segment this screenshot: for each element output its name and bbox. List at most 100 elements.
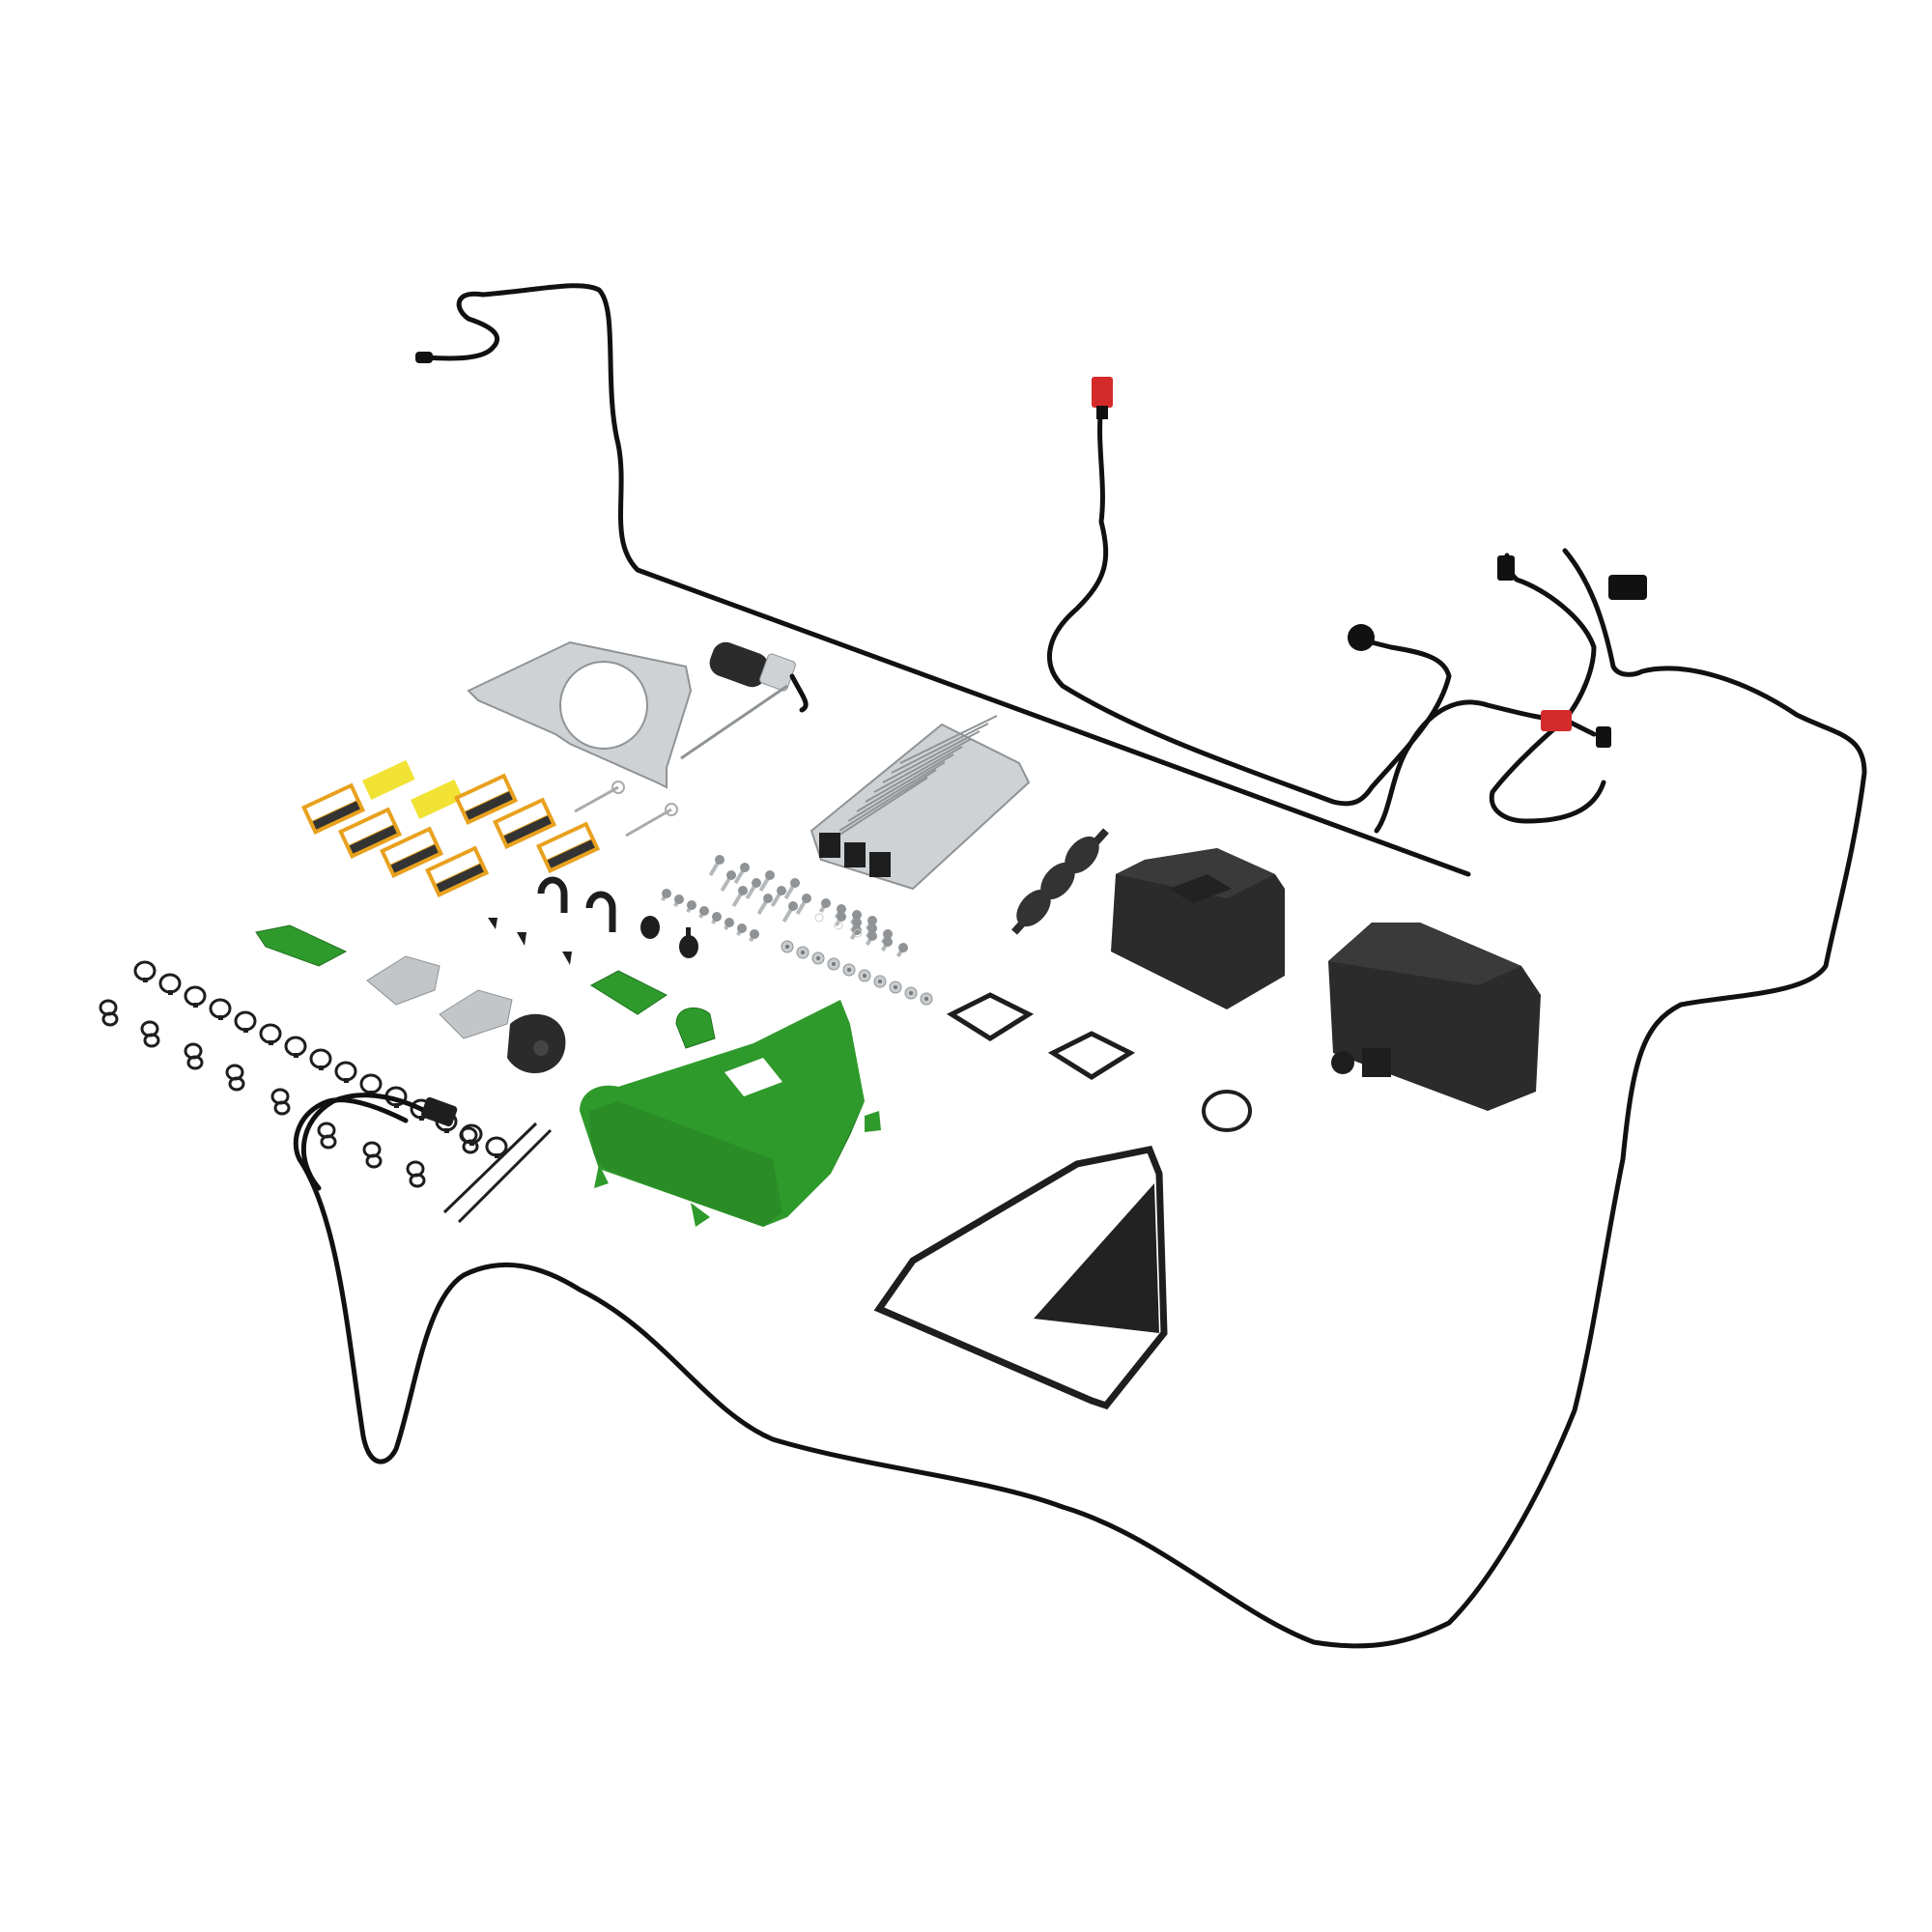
- caution-decal-yellow: [362, 759, 415, 800]
- screw-small: [711, 912, 722, 925]
- warning-decal-orange: [380, 826, 444, 879]
- bolt-short: [834, 912, 846, 927]
- hose-clamp-small: [406, 1160, 426, 1188]
- hose-clamp-large: [158, 973, 182, 995]
- bolt-long: [731, 886, 748, 908]
- hardware-set: [661, 855, 933, 1006]
- rubber-bumper: [679, 927, 698, 958]
- flange-nut: [858, 969, 871, 982]
- flange-nut: [920, 992, 933, 1006]
- large-connector: [1608, 575, 1647, 600]
- connector-boot: [1096, 406, 1108, 419]
- p-clip: [537, 876, 568, 913]
- washer: [814, 913, 824, 923]
- sensor-harness-cable: [1047, 403, 1452, 807]
- cable-tie: [457, 1128, 553, 1224]
- hose-clamp-large: [234, 1010, 257, 1033]
- square-gasket: [1047, 1031, 1136, 1080]
- deflector-frame: [873, 1145, 1168, 1410]
- green-auger-housing: [580, 1000, 881, 1227]
- ecu-connector: [844, 842, 866, 867]
- hose-clamp-small: [270, 1088, 291, 1116]
- hopper-box: [1111, 848, 1285, 1009]
- ecu-heat-fin: [847, 761, 946, 822]
- clip: [488, 918, 497, 929]
- screw-small: [698, 906, 709, 920]
- bolt-long: [745, 878, 761, 900]
- auger: [1011, 828, 1109, 935]
- hose-clamp-small: [140, 1020, 160, 1048]
- screw-small: [686, 900, 696, 914]
- caution-decal-yellow: [411, 779, 464, 819]
- motor-mount-bracket: [467, 640, 693, 789]
- flange-nut: [811, 952, 825, 965]
- hinge-plate-green: [255, 924, 348, 967]
- hose-clamp-large: [133, 960, 156, 982]
- hose-clamp-small: [99, 999, 119, 1027]
- ecu-heat-fin: [830, 777, 928, 841]
- bolt-long: [720, 870, 736, 893]
- bolt-short: [895, 943, 908, 958]
- warning-decal-orange: [300, 782, 366, 836]
- warning-decal-orange: [338, 807, 403, 860]
- hose-clamp-small: [225, 1064, 245, 1092]
- hose-clamp-large: [334, 1061, 357, 1083]
- bolt-long: [708, 855, 724, 877]
- small-connector: [1596, 726, 1611, 748]
- ecu-connector: [869, 852, 891, 877]
- ecu-connector: [819, 833, 840, 858]
- clip: [562, 952, 572, 965]
- bolt-short: [865, 931, 877, 947]
- main-harness-cable: [422, 283, 1471, 877]
- latch-bracket: [439, 989, 513, 1039]
- flange-nut: [889, 980, 902, 994]
- mount-tab: [594, 1164, 609, 1188]
- cotter-pin: [574, 781, 625, 813]
- hinge-plate-green: [590, 970, 668, 1015]
- mount-tab: [865, 1111, 881, 1132]
- hose-clamp-large: [259, 1023, 282, 1045]
- hose-clamp-large: [284, 1036, 307, 1058]
- pigtail-harness-cable: [301, 1093, 428, 1191]
- pigtail-connector: [421, 1096, 458, 1126]
- ecu-heat-fin: [856, 753, 954, 812]
- hopper-box-with-motor-mount: [1328, 923, 1541, 1111]
- hose-clamp-small: [459, 1126, 479, 1154]
- branch-harness-cable: [1374, 553, 1606, 834]
- flange-nut: [904, 986, 918, 1000]
- electronic-control-unit: [810, 715, 1031, 891]
- bolt-long: [733, 863, 750, 885]
- bolt-long: [795, 894, 811, 916]
- hose-clamp-large: [209, 998, 232, 1020]
- warning-decal-orange: [453, 773, 519, 826]
- harness-end-connector: [415, 352, 433, 363]
- hose-clamp-large: [184, 985, 207, 1008]
- housing-opening: [724, 1058, 782, 1096]
- screw-small: [673, 895, 684, 908]
- hose-clamp-large: [309, 1048, 332, 1070]
- bolt-short: [818, 898, 831, 914]
- screw-small: [661, 889, 671, 902]
- decal-set: [300, 759, 601, 898]
- washer: [853, 928, 863, 938]
- bolt-long: [758, 870, 775, 893]
- flange-nut: [781, 940, 794, 953]
- screw-small: [749, 929, 759, 943]
- warning-decal-orange: [492, 797, 557, 850]
- red-connector: [1541, 710, 1572, 731]
- bolt-long: [770, 886, 786, 908]
- ecu-heat-fin: [891, 723, 989, 774]
- red-connector: [1092, 377, 1113, 408]
- small-connector: [1497, 555, 1515, 581]
- screw-small: [736, 923, 747, 937]
- ecu-heat-fin: [838, 769, 937, 832]
- ecu-heat-fin: [865, 746, 963, 803]
- warning-decal-orange: [424, 845, 490, 898]
- hose-clamp-set: [99, 960, 508, 1188]
- washer: [834, 921, 843, 930]
- latch-bracket: [366, 955, 440, 1006]
- gear-motor: [680, 641, 809, 760]
- bolt-short: [880, 937, 893, 952]
